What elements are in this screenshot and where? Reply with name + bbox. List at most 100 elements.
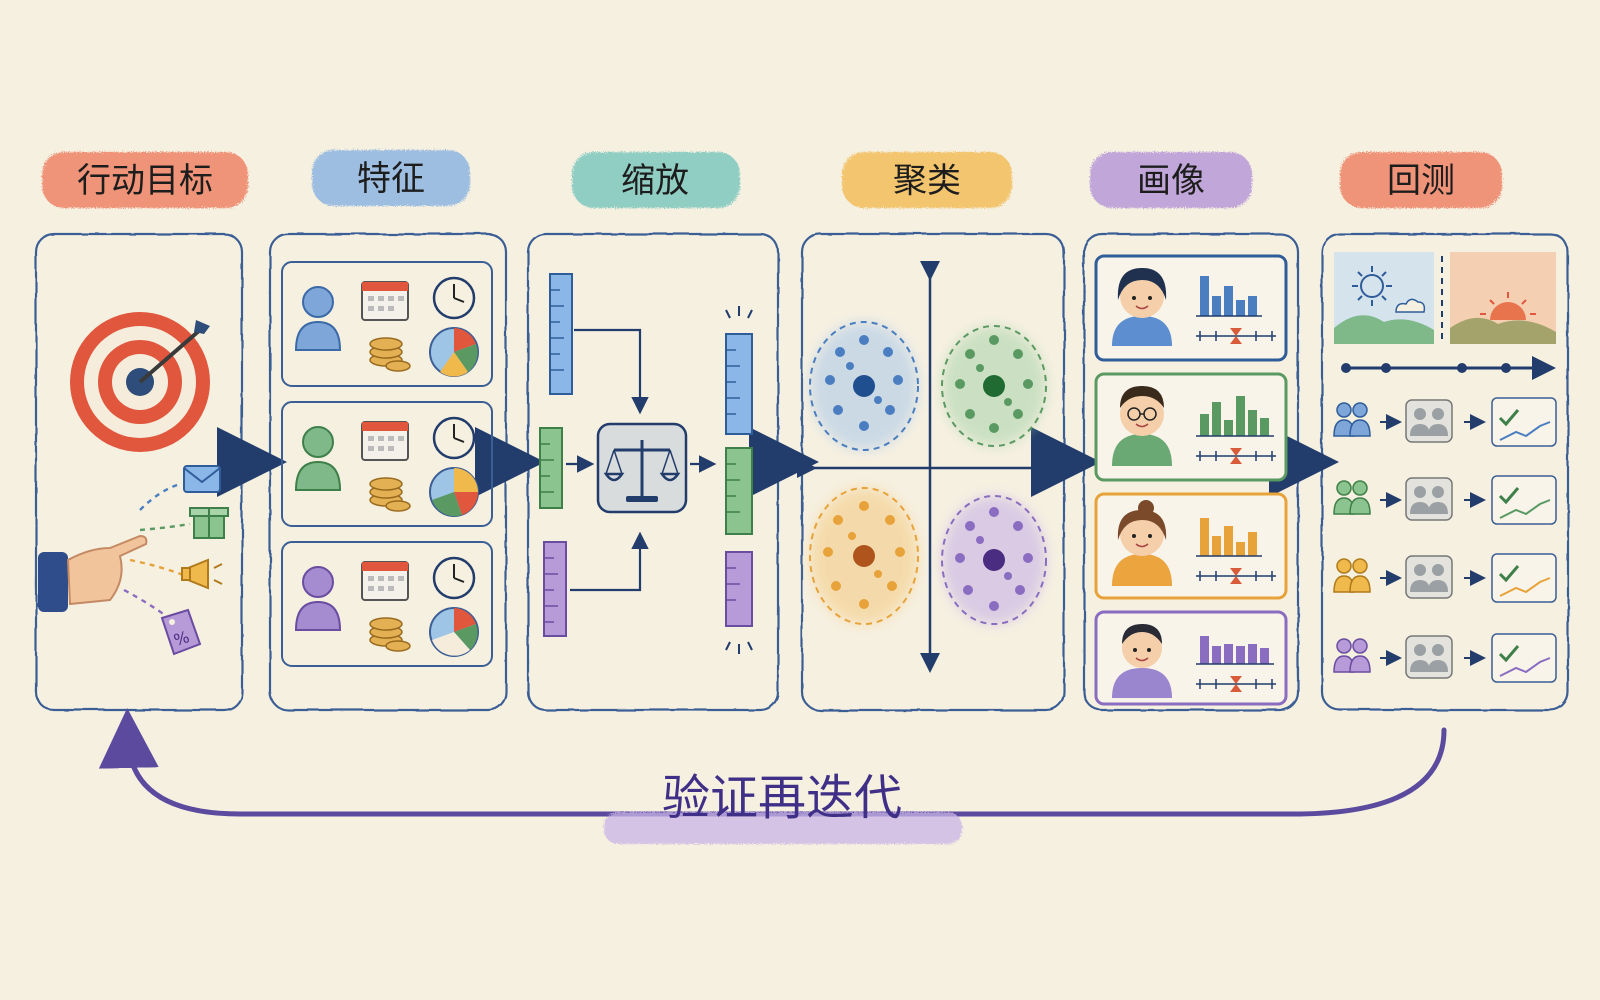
calendar-icon: [361, 421, 409, 461]
header-goal: 行动目标: [42, 152, 248, 208]
calendar-icon: [361, 281, 409, 321]
megaphone-icon: [181, 558, 223, 590]
header-label: 画像: [1137, 161, 1205, 201]
feature-row: [281, 541, 493, 667]
sparkle-marks: [725, 306, 753, 654]
person-icon: [294, 426, 342, 491]
pointing-hand-icon: [38, 534, 148, 612]
cluster-orange: [809, 487, 919, 625]
checkmark-chart-icon: [1491, 397, 1557, 447]
scene-after: [1450, 252, 1556, 344]
ruler-icon: [539, 427, 563, 509]
group-icon: [1405, 555, 1453, 599]
scene-before: [1334, 252, 1434, 344]
header-label: 聚类: [893, 161, 961, 201]
mail-icon: [183, 465, 221, 493]
dashed-arrow: [123, 588, 167, 617]
calendar-icon: [361, 561, 409, 601]
sunset-icon: [1480, 292, 1536, 320]
range-slider: [1196, 568, 1276, 584]
ruler-icon: [549, 273, 573, 395]
sun-icon: [1352, 266, 1392, 306]
header-crayon-bg: [572, 152, 740, 208]
cluster-green: [941, 325, 1047, 447]
header-crayon-bg: [842, 152, 1012, 208]
ruler-icon: [725, 447, 753, 535]
ruler-icon: [725, 333, 753, 435]
avatar-icon: [1112, 268, 1172, 346]
dashed-arrow: [129, 558, 187, 578]
scatter-cluster-icon: [797, 261, 1053, 673]
header-scaling: 缩放: [572, 152, 740, 208]
avatar-icon: [1112, 500, 1172, 586]
feature-row: [281, 401, 493, 527]
avatar-icon: [1112, 386, 1172, 466]
range-slider: [1196, 448, 1276, 464]
gift-icon: [189, 507, 229, 539]
backtest-row: [1333, 553, 1557, 603]
clock-icon: [432, 556, 476, 600]
group-icon: [1333, 558, 1371, 593]
range-slider: [1196, 676, 1276, 692]
pie-chart-icon: [429, 467, 479, 517]
panel-cluster: [800, 232, 1066, 712]
scaling-arrows: [566, 328, 717, 592]
checkmark-chart-icon: [1491, 475, 1557, 525]
balance-scale-icon: [596, 422, 688, 514]
checkmark-chart-icon: [1491, 553, 1557, 603]
feedback-loop: 验证再迭代: [98, 708, 1447, 844]
avatar-icon: [1112, 624, 1172, 698]
cluster-blue: [809, 321, 919, 451]
cloud-icon: [1395, 298, 1426, 313]
header-backtest: 回测: [1340, 152, 1502, 208]
svg-text:%: %: [171, 627, 191, 650]
range-slider: [1196, 328, 1276, 344]
persona-card: [1094, 372, 1288, 482]
group-icon: [1405, 635, 1453, 679]
header-persona: 画像: [1090, 152, 1252, 208]
person-icon: [294, 566, 342, 631]
coins-icon: [369, 337, 411, 372]
header-label: 回测: [1387, 161, 1455, 201]
loop-highlight: [604, 812, 962, 844]
timeline-icon: [1341, 356, 1556, 380]
backtest-row: [1333, 633, 1557, 683]
header-crayon-bg: [312, 150, 470, 206]
person-icon: [294, 286, 342, 351]
target-icon: [70, 312, 210, 452]
pie-chart-icon: [429, 327, 479, 377]
bar-chart-icon: [1196, 518, 1262, 557]
checkmark-chart-icon: [1491, 633, 1557, 683]
group-icon: [1333, 480, 1371, 515]
group-icon: [1405, 399, 1453, 443]
persona-cards: [1094, 254, 1288, 706]
persona-card: [1094, 610, 1288, 706]
header-cluster: 聚类: [842, 152, 1012, 208]
group-icon: [1405, 477, 1453, 521]
header-crayon-bg: [1340, 152, 1502, 208]
feature-row: [281, 261, 493, 387]
ruler-icon: [543, 541, 567, 637]
group-icon: [1333, 402, 1371, 437]
backtest-row: [1333, 397, 1557, 447]
backtest-row: [1333, 475, 1557, 525]
dashed-arrow: [139, 482, 181, 511]
loop-arrow: [98, 708, 1447, 817]
coins-icon: [369, 617, 411, 652]
ruler-icon: [725, 551, 753, 627]
bar-chart-icon: [1196, 276, 1262, 317]
persona-card: [1094, 254, 1288, 362]
header-crayon-bg: [1090, 152, 1252, 208]
clock-icon: [432, 276, 476, 320]
header-label: 缩放: [621, 161, 689, 201]
persona-card: [1094, 492, 1288, 600]
group-icon: [1333, 638, 1371, 673]
header-label: 特征: [357, 159, 425, 199]
cluster-purple: [941, 495, 1047, 625]
loop-label: 验证再迭代: [662, 770, 902, 826]
discount-tag-icon: %: [160, 608, 202, 656]
pie-chart-icon: [429, 607, 479, 657]
stage-headers: 行动目标 特征 缩放 聚类 画像 回测: [42, 150, 1502, 208]
